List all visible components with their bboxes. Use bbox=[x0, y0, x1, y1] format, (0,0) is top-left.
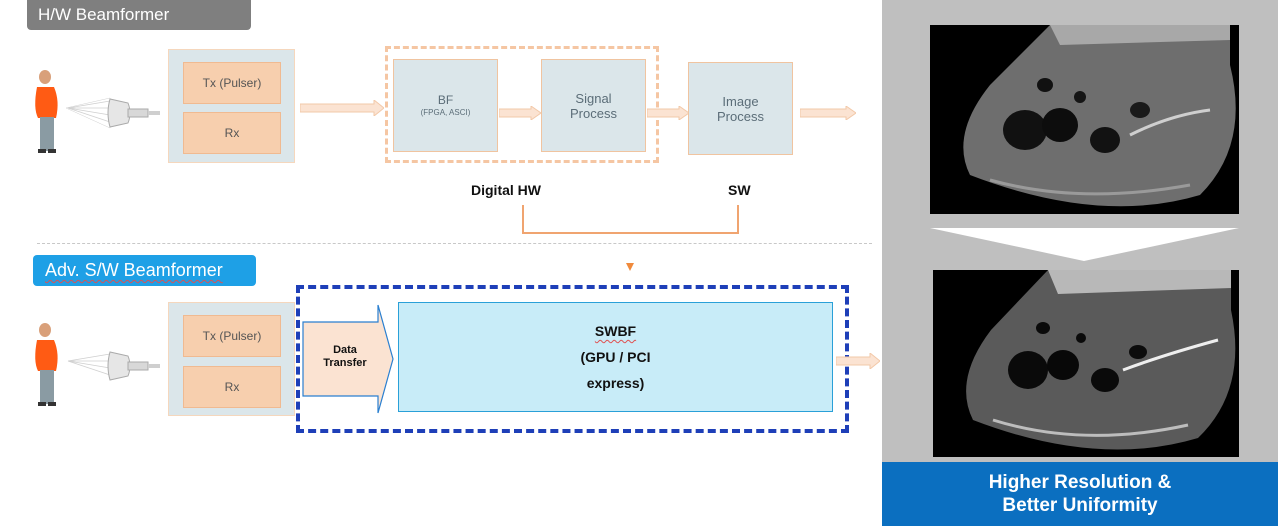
sw-beamformer-title-text: Adv. S/W Beamformer bbox=[45, 260, 223, 280]
result-banner: Higher Resolution & Better Uniformity bbox=[882, 462, 1278, 526]
data-transfer-label: Data Transfer bbox=[305, 344, 385, 370]
ultrasound-probe-icon bbox=[65, 97, 160, 129]
sw-rx-box: Rx bbox=[183, 366, 281, 408]
image-process-line1: Image bbox=[722, 93, 759, 109]
hw-arrow-to-bf bbox=[300, 100, 384, 116]
swbf-line1: SWBF bbox=[594, 323, 637, 339]
arrow-signal-to-image bbox=[647, 106, 689, 120]
data-transfer-arrow bbox=[302, 304, 394, 414]
swbf-line2: (GPU / PCI bbox=[580, 349, 651, 365]
ultrasound-probe-icon bbox=[67, 351, 160, 381]
ultrasound-image-before bbox=[930, 25, 1239, 214]
bf-sublabel: (FPGA, ASCI) bbox=[420, 108, 471, 117]
section-divider bbox=[37, 243, 872, 244]
data-transfer-line2: Transfer bbox=[323, 357, 367, 369]
ultrasound-image-after bbox=[933, 270, 1239, 457]
bf-box: BF (FPGA, ASCI) bbox=[393, 59, 498, 152]
signal-process-line1: Signal bbox=[575, 90, 612, 106]
person-icon bbox=[35, 323, 58, 406]
down-arrow-between-images bbox=[930, 228, 1239, 261]
image-process-box: Image Process bbox=[688, 62, 793, 155]
arrow-bf-to-signal bbox=[499, 106, 541, 120]
swbf-box: SWBF (GPU / PCI express) bbox=[398, 302, 833, 412]
sw-label: SW bbox=[728, 182, 751, 198]
result-banner-line2: Better Uniformity bbox=[1002, 495, 1158, 516]
patient-probe-illustration-sw bbox=[35, 323, 160, 406]
result-banner-line1: Higher Resolution & bbox=[988, 472, 1172, 493]
data-transfer-line1: Data bbox=[333, 344, 357, 356]
arrow-image-out bbox=[800, 106, 856, 120]
sw-beamformer-title: Adv. S/W Beamformer bbox=[33, 255, 256, 286]
hw-beamformer-title: H/W Beamformer bbox=[27, 0, 251, 30]
hw-rx-box: Rx bbox=[183, 112, 281, 154]
signal-process-box: Signal Process bbox=[541, 59, 646, 152]
sw-tx-pulser-box: Tx (Pulser) bbox=[183, 315, 281, 357]
merge-bracket bbox=[522, 205, 739, 271]
arrow-swbf-out bbox=[836, 353, 880, 369]
image-process-line2: Process bbox=[717, 108, 764, 124]
signal-process-line2: Process bbox=[570, 105, 617, 121]
patient-probe-illustration-hw bbox=[35, 70, 160, 153]
person-icon bbox=[35, 70, 58, 153]
digital-hw-dashed-group bbox=[385, 46, 659, 163]
hw-tx-pulser-box: Tx (Pulser) bbox=[183, 62, 281, 104]
digital-hw-label: Digital HW bbox=[471, 182, 541, 198]
swbf-line3: express) bbox=[586, 375, 645, 391]
bf-label: BF bbox=[437, 93, 454, 107]
